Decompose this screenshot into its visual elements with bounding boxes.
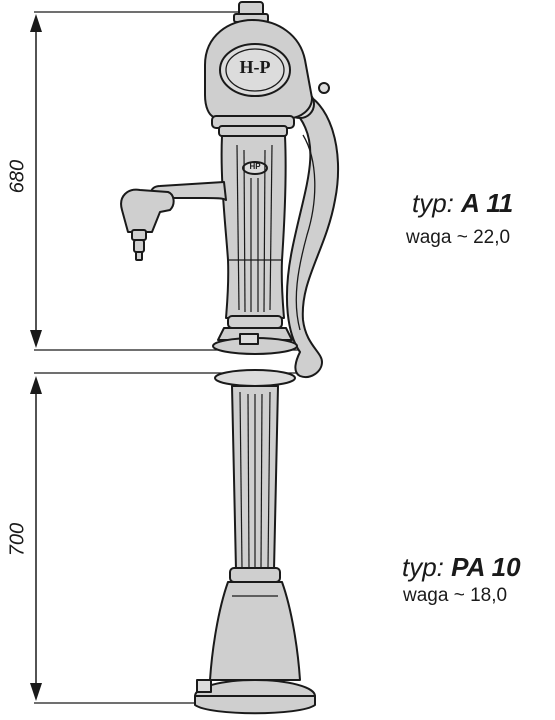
stand-weight: waga ~ 18,0 (403, 585, 508, 606)
pump-type-code: A 11 (461, 188, 514, 218)
stand-base (194, 581, 316, 715)
pump-logo: H-P (239, 57, 271, 77)
pump-small-logo: HP (249, 162, 261, 171)
stand-type-prefix: typ: (402, 552, 444, 582)
pump-weight: waga ~ 22,0 (406, 227, 511, 248)
dimension-label-680: 680 (6, 159, 29, 194)
pump-type-prefix: typ: (412, 188, 454, 218)
pump-head (204, 19, 313, 119)
dimension-label-700: 700 (6, 522, 29, 557)
pump-cap (233, 1, 269, 23)
pump-neck (211, 115, 295, 137)
stand-type-code: PA 10 (451, 552, 521, 582)
stand-column (214, 369, 296, 583)
pump-body (212, 135, 298, 355)
stand-type-label: typ: PA 10 (402, 552, 521, 583)
pump-spout (120, 181, 227, 261)
pump-type-label: typ: A 11 (412, 188, 513, 219)
